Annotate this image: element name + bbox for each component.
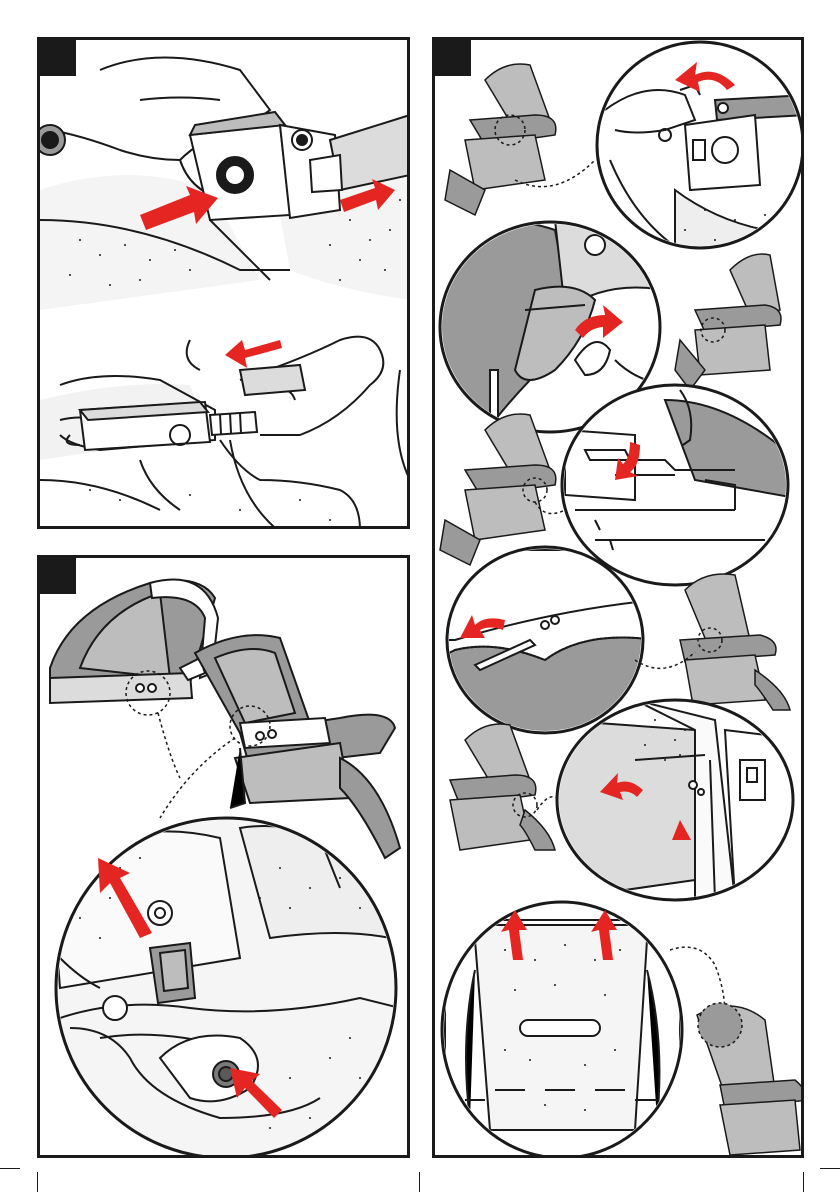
panel-a-illustration — [40, 40, 410, 529]
mini-seat-5 — [450, 724, 555, 850]
mini-seat-6 — [697, 1003, 804, 1155]
panel-b-illustration — [40, 558, 410, 1158]
scene-release-buckle — [40, 337, 410, 529]
panel-b — [37, 555, 410, 1158]
crop-mark — [37, 1172, 38, 1192]
panel-c — [432, 37, 804, 1158]
panel-a — [37, 37, 410, 529]
mini-seat-3 — [440, 414, 556, 565]
mini-seat-1 — [445, 64, 556, 215]
step-badge-a — [40, 40, 76, 76]
step-badge-c — [435, 40, 471, 76]
crop-mark — [803, 1172, 804, 1192]
magnifier-circle-icon — [442, 902, 682, 1158]
mini-seat-4 — [680, 574, 790, 710]
scene-press-buckle — [40, 58, 410, 311]
canopy — [50, 580, 218, 703]
magnifier-circle-icon — [562, 385, 804, 585]
panel-c-illustration — [435, 40, 804, 1158]
crop-mark — [0, 1168, 20, 1169]
crop-mark — [820, 1168, 840, 1169]
step-badge-b — [40, 558, 76, 594]
magnifier-circle-icon — [555, 700, 804, 900]
crop-mark — [419, 1172, 420, 1192]
red-arrow-icon — [225, 340, 282, 368]
mini-seat-2 — [675, 254, 781, 390]
